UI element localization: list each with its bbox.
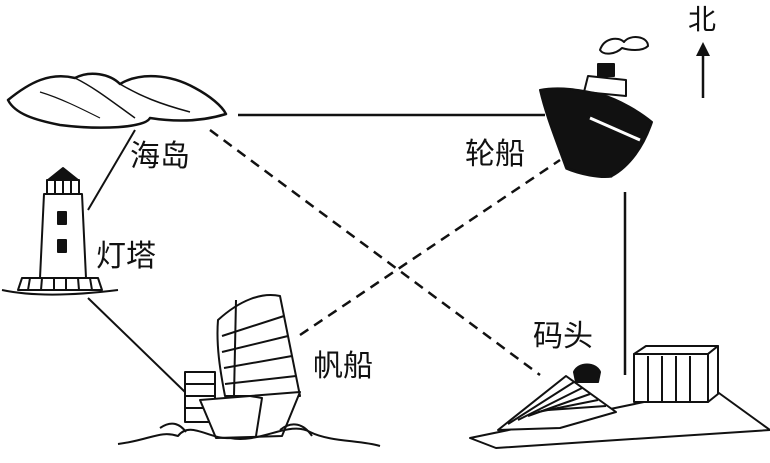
line-island-lighthouse xyxy=(87,129,136,211)
dock-label: 码头 xyxy=(533,319,593,354)
sailboat-icon xyxy=(117,294,381,447)
north-label: 北 xyxy=(688,3,717,36)
sailboat-label: 帆船 xyxy=(313,349,373,384)
lighthouse-label: 灯塔 xyxy=(96,239,156,274)
lighthouse-icon xyxy=(1,167,119,296)
line-lighthouse-sailboat xyxy=(87,297,186,393)
island-icon xyxy=(6,72,228,129)
ship-icon xyxy=(539,36,653,178)
ship-label: 轮船 xyxy=(465,137,525,172)
north-arrow-icon xyxy=(696,42,710,98)
line-island-dock xyxy=(209,128,541,377)
island-label: 海岛 xyxy=(130,139,190,174)
line-sailboat-ship xyxy=(299,158,561,337)
dock-icon xyxy=(469,345,770,449)
